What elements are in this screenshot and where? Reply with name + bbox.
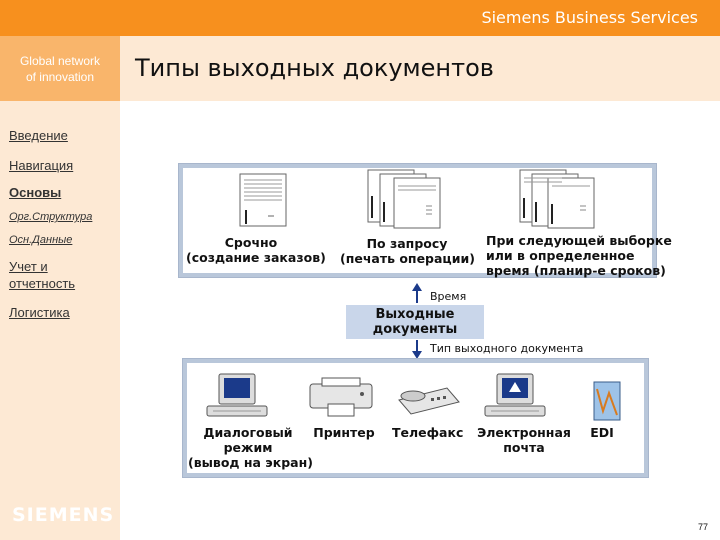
label-dialog-line1: Диалоговый <box>203 425 293 440</box>
document-stack-icon <box>367 169 441 229</box>
sidebar-item-vvedenie[interactable]: Введение <box>9 128 68 143</box>
label-dialog-line3: (вывод на экран) <box>188 455 313 470</box>
siemens-logo: SIEMENS <box>12 504 115 526</box>
printer-icon <box>309 377 373 417</box>
label-printer: Принтер <box>313 425 375 440</box>
label-po-zaprosu-line1: По запросу <box>366 236 448 251</box>
output-documents-box: Выходные документы <box>346 305 484 339</box>
page-number: 77 <box>697 522 708 532</box>
email-computer-icon <box>484 373 546 417</box>
label-telefax: Телефакс <box>392 425 464 440</box>
label-email: Электронная почта <box>476 425 572 455</box>
tagline: Global network of innovation <box>0 36 120 101</box>
sidebar-item-logistika[interactable]: Логистика <box>9 305 70 320</box>
document-batch-icon <box>519 169 595 229</box>
label-email-line2: почта <box>503 440 545 455</box>
brand-name: Siemens Business Services <box>481 8 698 27</box>
label-planirovanie-line1: При следующей выборке <box>486 233 672 248</box>
label-srochno: Срочно (создание заказов) <box>186 235 326 265</box>
sidebar-item-osn-dannye[interactable]: Осн.Данные <box>9 234 73 246</box>
label-po-zaprosu: По запросу (печать операции) <box>340 236 475 266</box>
sidebar-item-org-struktura[interactable]: Орг.Структура <box>9 211 93 223</box>
label-planirovanie: При следующей выборке или в определенное… <box>486 233 672 278</box>
page-title: Типы выходных документов <box>135 54 494 82</box>
label-srochno-line1: Срочно <box>224 235 278 250</box>
output-documents-line1: Выходные <box>375 307 455 322</box>
label-tip-dokumenta: Тип выходного документа <box>430 342 584 355</box>
label-edi: EDI <box>590 425 614 440</box>
label-srochno-line2: (создание заказов) <box>186 250 326 265</box>
tagline-line1: Global network <box>19 53 101 68</box>
tagline-line2: of innovation <box>25 69 95 84</box>
label-dialog: Диалоговый режим (вывод на экран) <box>188 425 313 470</box>
bottom-panel <box>182 358 649 478</box>
bottom-panel-inner <box>187 363 644 473</box>
sidebar-item-uchet-line1: Учет и <box>9 259 48 274</box>
sidebar: Введение Навигация Основы Орг.Структура … <box>0 101 120 540</box>
label-vremya: Время <box>430 290 467 303</box>
sidebar-item-uchet-line2: отчетность <box>9 276 76 291</box>
edi-icon <box>593 381 621 421</box>
arrow-down-icon <box>412 340 422 359</box>
label-po-zaprosu-line2: (печать операции) <box>340 251 475 266</box>
label-planirovanie-line3: время (планир-е сроков) <box>486 263 666 278</box>
document-single-icon <box>239 173 287 227</box>
sidebar-item-uchet[interactable]: Учет и отчетность <box>9 258 75 292</box>
label-email-line1: Электронная <box>477 425 571 440</box>
top-bar: Siemens Business Services <box>0 0 720 36</box>
output-documents-line2: документы <box>372 322 458 337</box>
label-planirovanie-line2: или в определенное <box>486 248 635 263</box>
computer-icon <box>206 373 268 417</box>
label-dialog-line2: режим <box>223 440 273 455</box>
arrow-up-icon <box>412 283 422 303</box>
header: Global network of innovation Типы выходн… <box>0 36 720 101</box>
fax-icon <box>398 387 460 415</box>
sidebar-item-navigatsiya[interactable]: Навигация <box>9 158 74 173</box>
sidebar-item-osnovy[interactable]: Основы <box>9 185 62 200</box>
